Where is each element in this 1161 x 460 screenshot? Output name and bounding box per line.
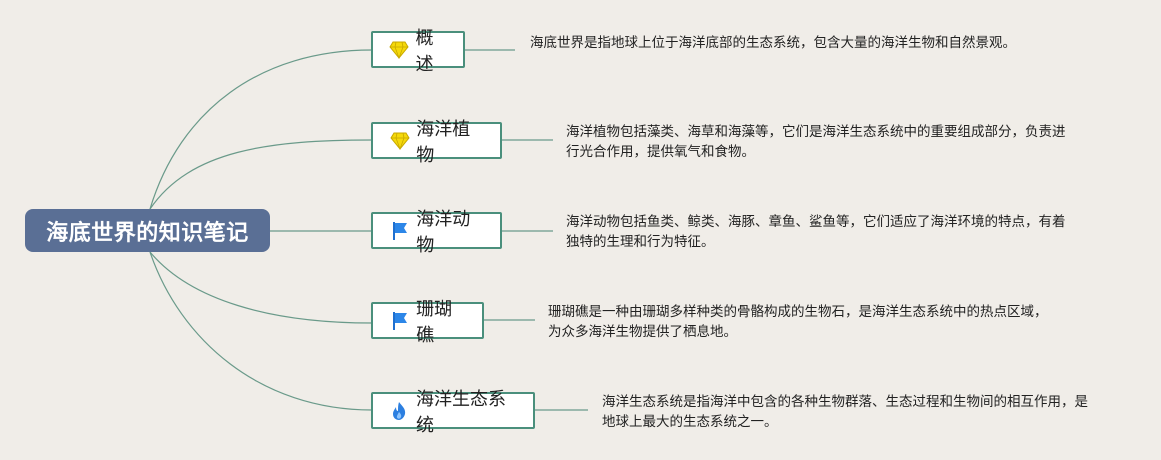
branch-coral-reef[interactable]: 珊瑚礁 (371, 299, 484, 346)
branch-label: 海洋生态系统 (415, 388, 506, 436)
branch-label: 珊瑚礁 (416, 298, 453, 346)
branch-marine-plants[interactable]: 海洋植物 (371, 119, 502, 166)
flame-icon (389, 400, 410, 422)
connector-branch-5 (149, 251, 373, 411)
diamond-icon (389, 39, 409, 61)
description-marine-animals: 海洋动物包括鱼类、鲸类、海豚、章鱼、鲨鱼等，它们适应了海洋环境的特点，有着独特的… (566, 214, 1066, 250)
description-marine-plants: 海洋植物包括藻类、海草和海藻等，它们是海洋生态系统中的重要组成部分，负责进行光合… (566, 124, 1066, 160)
description-coral-reef: 珊瑚礁是一种由珊瑚多样种类的骨骼构成的生物石，是海洋生态系统中的热点区域，为众多… (548, 304, 1048, 340)
connector-branch-1 (149, 49, 373, 210)
description-marine-ecosystem: 海洋生态系统是指海洋中包含的各种生物群落、生态过程和生物间的相互作用，是地球上最… (602, 394, 1088, 430)
root-topic[interactable]: 海底世界的知识笔记 (25, 209, 270, 252)
branch-label: 海洋动物 (416, 208, 471, 256)
diamond-icon (389, 130, 410, 152)
branch-overview[interactable]: 概述 (371, 28, 465, 75)
branch-label: 海洋植物 (416, 118, 471, 166)
connector-branch-4 (149, 251, 373, 324)
flag-icon (389, 310, 410, 332)
root-topic-label: 海底世界的知识笔记 (46, 220, 249, 246)
flag-icon (389, 220, 410, 242)
branch-label: 概述 (415, 27, 434, 75)
description-overview: 海底世界是指地球上位于海洋底部的生态系统，包含大量的海洋生物和自然景观。 (530, 35, 1016, 51)
branch-marine-animals[interactable]: 海洋动物 (371, 209, 502, 256)
branch-marine-ecosystem[interactable]: 海洋生态系统 (371, 389, 535, 436)
connector-branch-2 (149, 139, 373, 210)
